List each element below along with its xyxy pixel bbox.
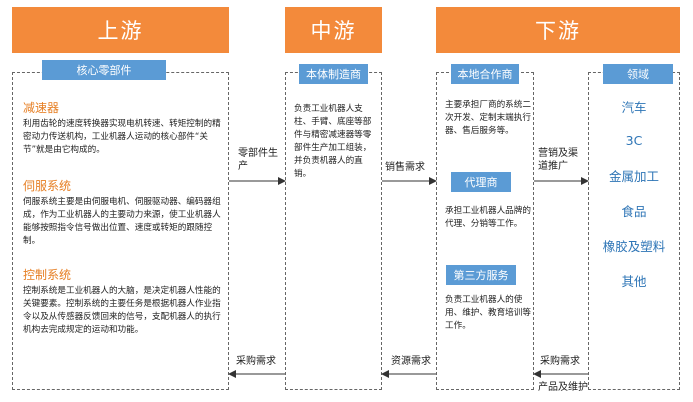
label-parts-production: 零部件生产 bbox=[238, 148, 278, 172]
label-sales-demand: 销售需求 bbox=[385, 162, 425, 173]
servo-section: 伺服系统 伺服系统主要是由伺服电机、伺服驱动器、编码器组成，作为工业机器人的主要… bbox=[23, 177, 221, 248]
servo-title: 伺服系统 bbox=[23, 179, 72, 193]
domains-tag: 领域 bbox=[603, 64, 673, 84]
label-resource-demand: 资源需求 bbox=[391, 356, 431, 367]
agent-text: 承担工业机器人品牌的代理、分销等工作。 bbox=[445, 206, 531, 229]
agent-tag: 代理商 bbox=[451, 172, 511, 192]
domain-3c: 3C bbox=[625, 133, 643, 148]
partners-panel: 主要承担厂商的系统二次开发、定制末端执行器、售后服务等。 承担工业机器人品牌的代… bbox=[436, 72, 534, 390]
manufacturer-text: 负责工业机器人支柱、手臂、底座等部件与精密减速器等零部件生产加工组装，并负责机器… bbox=[294, 104, 372, 179]
third-party-tag: 第三方服务 bbox=[446, 265, 516, 285]
domain-rubber-plastic: 橡胶及塑料 bbox=[602, 239, 666, 254]
label-marketing: 营销及渠道推广 bbox=[538, 148, 578, 172]
control-text: 控制系统是工业机器人的大脑，是决定机器人性能的关键要素。控制系统的主要任务是根据… bbox=[23, 286, 221, 335]
upstream-sections: 减速器 利用齿轮的速度转换器实现电机转速、转矩控制的精密动力传送机构，工业机器人… bbox=[23, 99, 221, 337]
reducer-text: 利用齿轮的速度转换器实现电机转速、转矩控制的精密动力传送机构，工业机器人运动的核… bbox=[23, 119, 221, 155]
label-purchase-right: 采购需求 bbox=[540, 356, 580, 367]
midstream-panel: 负责工业机器人支柱、手臂、底座等部件与精密减速器等零部件生产加工组装，并负责机器… bbox=[285, 72, 382, 390]
midstream-header: 中游 bbox=[285, 7, 382, 53]
domain-other: 其他 bbox=[621, 274, 647, 289]
reducer-title: 减速器 bbox=[23, 101, 60, 115]
local-partner-text: 主要承担厂商的系统二次开发、定制末端执行器、售后服务等。 bbox=[445, 100, 531, 136]
core-parts-tag: 核心零部件 bbox=[42, 60, 166, 80]
domain-food: 食品 bbox=[621, 204, 647, 219]
reducer-section: 减速器 利用齿轮的速度转换器实现电机转速、转矩控制的精密动力传送机构，工业机器人… bbox=[23, 99, 221, 157]
domain-auto: 汽车 bbox=[621, 100, 647, 115]
third-party-text: 负责工业机器人的使用、维护、教育培训等工作。 bbox=[445, 295, 531, 331]
servo-text: 伺服系统主要是由伺服电机、伺服驱动器、编码器组成，作为工业机器人的主要动力来源，… bbox=[23, 197, 221, 246]
upstream-header: 上游 bbox=[12, 7, 229, 53]
label-products-maintenance: 产品及维护 bbox=[538, 382, 588, 393]
domain-metal: 金属加工 bbox=[608, 169, 659, 184]
manufacturer-tag: 本体制造商 bbox=[299, 64, 368, 84]
label-purchase-left: 采购需求 bbox=[236, 356, 276, 367]
downstream-header: 下游 bbox=[436, 7, 680, 53]
local-partner-tag: 本地合作商 bbox=[451, 64, 519, 84]
upstream-panel: 减速器 利用齿轮的速度转换器实现电机转速、转矩控制的精密动力传送机构，工业机器人… bbox=[12, 72, 229, 390]
domains-panel: 汽车 3C 金属加工 食品 橡胶及塑料 其他 bbox=[588, 72, 680, 390]
control-title: 控制系统 bbox=[23, 268, 72, 282]
control-section: 控制系统 控制系统是工业机器人的大脑，是决定机器人性能的关键要素。控制系统的主要… bbox=[23, 266, 221, 337]
